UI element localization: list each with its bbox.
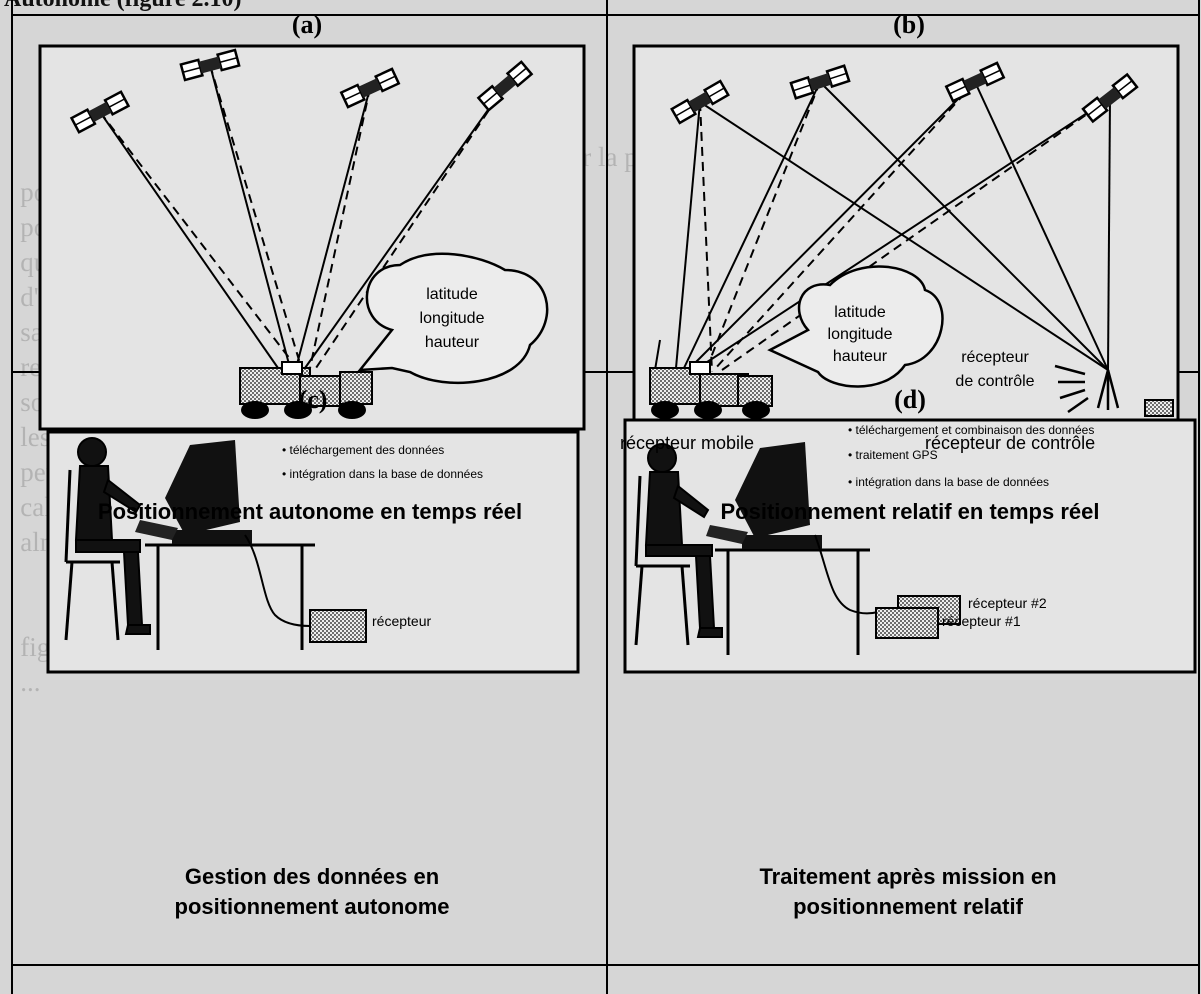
panel-a-drawing bbox=[38, 44, 586, 431]
panel-d-bullet-1: • téléchargement et combinaison des donn… bbox=[848, 423, 1095, 437]
panel-c-caption-line-2: positionnement autonome bbox=[174, 894, 450, 919]
panel-a-label-line-3: hauteur bbox=[424, 334, 480, 351]
panel-d-bullet-2: • traitement GPS bbox=[848, 448, 938, 462]
panel-b-drawing bbox=[632, 44, 1180, 431]
panel-d-caption-line-1: Traitement après mission en bbox=[759, 864, 1057, 889]
panel-c-letter: (c) bbox=[298, 385, 328, 414]
panel-b-label-line-3: hauteur bbox=[832, 348, 888, 365]
panel-b-label-line-1: latitude bbox=[834, 304, 886, 321]
figure-reference: Autonome (figure 2.10) bbox=[4, 0, 242, 13]
panel-b-control-line-2: de contrôle bbox=[955, 373, 1035, 390]
panel-c-drawing bbox=[46, 430, 580, 674]
panel-b-label-line-2: longitude bbox=[827, 326, 893, 343]
panel-a-letter: (a) bbox=[291, 10, 323, 39]
panel-b-control-label: récepteur de contrôle bbox=[925, 433, 1096, 453]
panel-d-receiver1-label: récepteur #1 bbox=[942, 613, 1021, 629]
panel-c-bullet-1: • téléchargement des données bbox=[282, 443, 445, 457]
panel-b-mobile-label: récepteur mobile bbox=[620, 433, 755, 453]
panel-c-receiver-label: récepteur bbox=[372, 613, 432, 629]
panel-c-caption-line-1: Gestion des données en bbox=[184, 864, 440, 889]
panel-b-caption: Positionnement relatif en temps réel bbox=[720, 499, 1100, 524]
panel-d-receiver2-label: récepteur #2 bbox=[968, 595, 1047, 611]
panel-a-caption: Positionnement autonome en temps réel bbox=[97, 499, 523, 524]
panel-d-caption-line-2: positionnement relatif bbox=[793, 894, 1023, 919]
panel-b-letter: (b) bbox=[893, 10, 925, 39]
panel-c-bullet-2: • intégration dans la base de données bbox=[282, 467, 484, 481]
panel-d-drawing bbox=[623, 418, 1197, 674]
panel-a-label-line-1: latitude bbox=[426, 286, 478, 303]
panel-d-bullet-3: • intégration dans la base de données bbox=[848, 475, 1050, 489]
panel-d-letter: (d) bbox=[894, 385, 926, 414]
panel-b-control-line-1: récepteur bbox=[961, 349, 1029, 366]
panel-a-label-line-2: longitude bbox=[419, 310, 485, 327]
